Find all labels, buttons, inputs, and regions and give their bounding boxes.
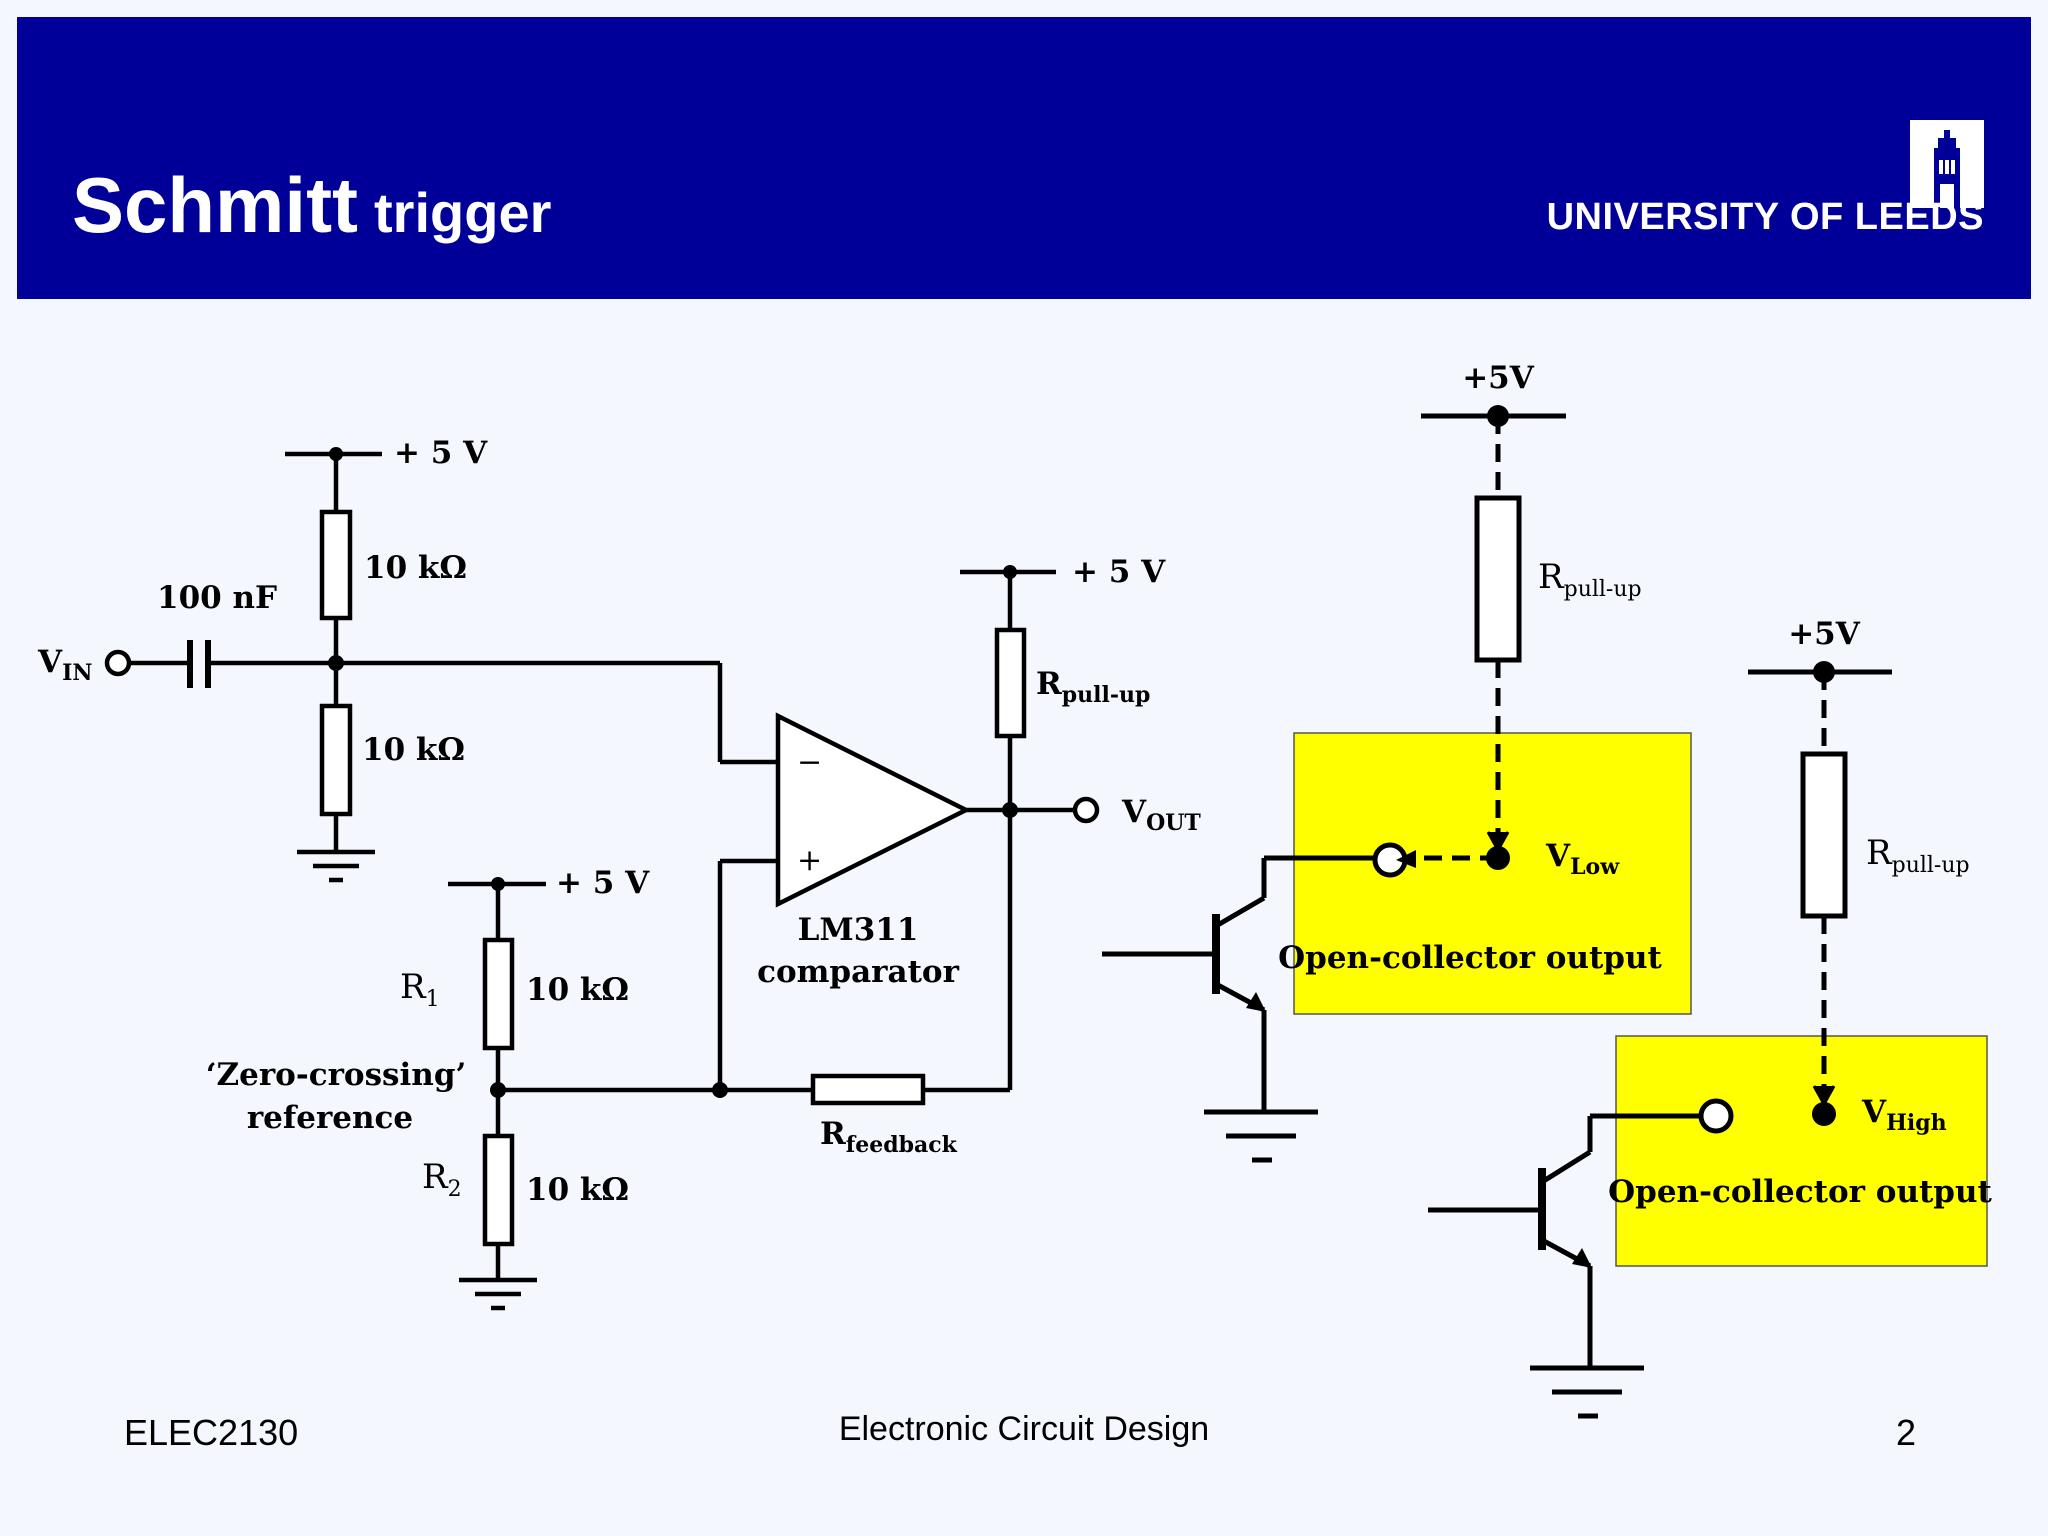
vout-label: VOUT	[1121, 794, 1201, 836]
oc-high-rpullup: Rpull-up	[1866, 833, 1970, 878]
footer-course-code: ELEC2130	[124, 1412, 299, 1453]
comparator-label-2: comparator	[757, 954, 960, 990]
oc-low-box-label: Open-collector output	[1278, 940, 1662, 976]
r-bottom-label: 10 kΩ	[362, 732, 465, 768]
r-top-label: 10 kΩ	[364, 550, 467, 586]
oc-high-box-label: Open-collector output	[1608, 1174, 1992, 1210]
oc-high-terminal	[1698, 1098, 1734, 1134]
zero-crossing-label: ‘Zero-crossing’	[206, 1057, 467, 1093]
university-name: UNIVERSITY OF LEEDS	[1546, 196, 1984, 238]
resistor-top	[319, 509, 353, 621]
open-collector-box-high	[1615, 1035, 1988, 1267]
oc-low-supply: +5V	[1462, 360, 1535, 396]
supply-label-divider: + 5 V	[394, 435, 488, 471]
supply-label-output: + 5 V	[1072, 554, 1166, 590]
header-banner	[17, 17, 2031, 299]
resistor-pullup	[994, 627, 1027, 739]
rfeedback-label: Rfeedback	[820, 1116, 958, 1158]
r1-label: R1	[400, 967, 440, 1012]
vout-terminal	[1072, 796, 1100, 824]
oc-high-v-label: VHigh	[1861, 1094, 1947, 1136]
oc-low-v-label: VLow	[1545, 838, 1620, 880]
oc-high-supply: +5V	[1788, 616, 1861, 652]
footer-module-name: Electronic Circuit Design	[838, 1410, 1210, 1448]
comparator-label-1: LM311	[798, 912, 919, 948]
r2-label: R2	[422, 1157, 462, 1202]
r2-value: 10 kΩ	[526, 1172, 629, 1208]
resistor-feedback	[810, 1073, 926, 1106]
resistor-pullup-low	[1474, 495, 1522, 663]
resistor-pullup-high	[1800, 751, 1848, 919]
vin-label: VIN	[37, 644, 92, 686]
comparator-symbol	[775, 712, 972, 908]
opamp-plus: +	[797, 843, 822, 878]
resistor-r1	[482, 937, 515, 1051]
rpullup-label: Rpull-up	[1036, 666, 1150, 708]
footer-page-number: 2	[1895, 1412, 1916, 1453]
oc-low-rpullup: Rpull-up	[1538, 557, 1642, 602]
resistor-bottom	[319, 703, 353, 817]
university-tower-icon	[1910, 120, 1984, 208]
supply-label-reference: + 5 V	[556, 865, 650, 901]
resistor-r2	[482, 1133, 515, 1247]
title-main: Schmitt	[72, 161, 359, 249]
r1-value: 10 kΩ	[526, 972, 629, 1008]
vin-terminal	[104, 649, 132, 677]
opamp-minus: −	[797, 745, 822, 780]
title-rest: trigger	[374, 181, 552, 244]
open-collector-box-low	[1293, 732, 1692, 1015]
capacitor-label: 100 nF	[157, 580, 277, 616]
reference-label: reference	[247, 1100, 413, 1136]
